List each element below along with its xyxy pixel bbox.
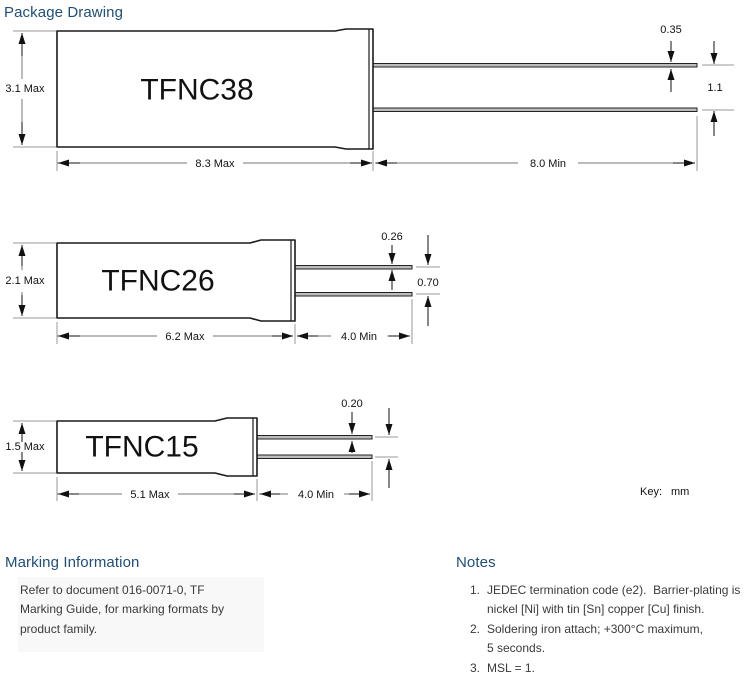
dim-lead-diameter-tfnc15: 0.20	[341, 398, 362, 410]
dim-body-length-tfnc26: 6.2 Max	[165, 331, 205, 343]
note-item-continuation: 5 seconds.	[470, 639, 755, 658]
package-body-tfnc15	[56, 417, 258, 477]
units-key-label: Key:	[640, 486, 663, 498]
lead-top-tfnc38	[372, 63, 698, 68]
dim-lead-length-tfnc15: 4.0 Min	[298, 489, 334, 501]
dim-height-tfnc26: 2.1 Max	[5, 275, 45, 287]
lead-top-tfnc26	[294, 265, 413, 270]
dim-lead-diameter-tfnc38: 0.35	[660, 24, 681, 36]
marking-line: product family.	[20, 621, 98, 636]
dim-body-length-tfnc38: 8.3 Max	[195, 158, 235, 170]
package-drawing-canvas: TFNC38 3.1 Max 8.3 Max 8.0 Min 0.35 1.1	[5, 24, 734, 501]
drawing-tfnc38: TFNC38 3.1 Max 8.3 Max 8.0 Min 0.35 1.1	[5, 24, 734, 171]
note-text: JEDEC termination code (e2). Barrier-pla…	[487, 583, 741, 597]
note-text: Soldering iron attach; +300°C maximum,	[487, 621, 703, 636]
note-text: 5 seconds.	[487, 641, 546, 656]
marking-line: Marking Guide, for marking formats by	[20, 602, 225, 617]
note-text: nickel [Ni] with tin [Sn] copper [Cu] fi…	[487, 602, 705, 617]
dim-body-length-tfnc15: 5.1 Max	[130, 489, 170, 501]
dim-lead-diameter-tfnc26: 0.26	[381, 231, 402, 243]
note-text: MSL = 1.	[487, 660, 535, 675]
note-number-spacer	[470, 600, 487, 619]
note-item: 3. MSL = 1.	[470, 659, 755, 678]
dim-lead-spacing-tfnc38: 1.1	[707, 82, 722, 94]
note-item-continuation: nickel [Ni] with tin [Sn] copper [Cu] fi…	[470, 600, 755, 619]
lead-top-tfnc15	[256, 435, 373, 440]
units-key: Key: mm	[640, 486, 689, 498]
lead-bottom-tfnc26	[294, 292, 413, 297]
package-body-tfnc26	[56, 239, 296, 322]
note-item: 2. Soldering iron attach; +300°C maximum…	[470, 620, 755, 639]
lead-bottom-tfnc15	[256, 454, 373, 459]
units-key-value: mm	[671, 486, 690, 498]
package-name-tfnc26: TFNC26	[101, 265, 214, 298]
marking-line: Refer to document 016-0071-0, TF	[20, 583, 205, 597]
dim-lead-length-tfnc38: 8.0 Min	[530, 158, 566, 170]
notes-list: 1. JEDEC termination code (e2). Barrier-…	[470, 581, 755, 678]
dim-height-tfnc38: 3.1 Max	[5, 83, 45, 95]
marking-information-text: Refer to document 016-0071-0, TF Marking…	[20, 581, 280, 639]
lead-bottom-tfnc38	[372, 107, 698, 112]
package-name-tfnc38: TFNC38	[140, 74, 253, 107]
note-number-spacer	[470, 639, 487, 658]
note-number: 3.	[470, 660, 481, 675]
note-item: 1. JEDEC termination code (e2). Barrier-…	[470, 581, 755, 600]
note-number: 1.	[470, 583, 481, 597]
package-name-tfnc15: TFNC15	[85, 431, 198, 464]
drawing-tfnc15: TFNC15 1.5 Max 5.1 Max 4.0 Min 0.20	[5, 398, 398, 501]
marking-information-panel	[18, 577, 264, 652]
drawing-tfnc26: TFNC26 2.1 Max 6.2 Max 4.0 Min 0.26 0.70	[5, 231, 440, 344]
dim-lead-spacing-tfnc26: 0.70	[417, 277, 438, 289]
dim-height-tfnc15: 1.5 Max	[5, 441, 45, 453]
note-number: 2.	[470, 621, 481, 636]
marking-information-heading: Marking Information	[5, 554, 140, 571]
package-body-tfnc38	[56, 28, 374, 150]
notes-heading: Notes	[456, 554, 496, 571]
page-title: Package Drawing	[4, 4, 124, 21]
dim-lead-length-tfnc26: 4.0 Min	[341, 331, 377, 343]
